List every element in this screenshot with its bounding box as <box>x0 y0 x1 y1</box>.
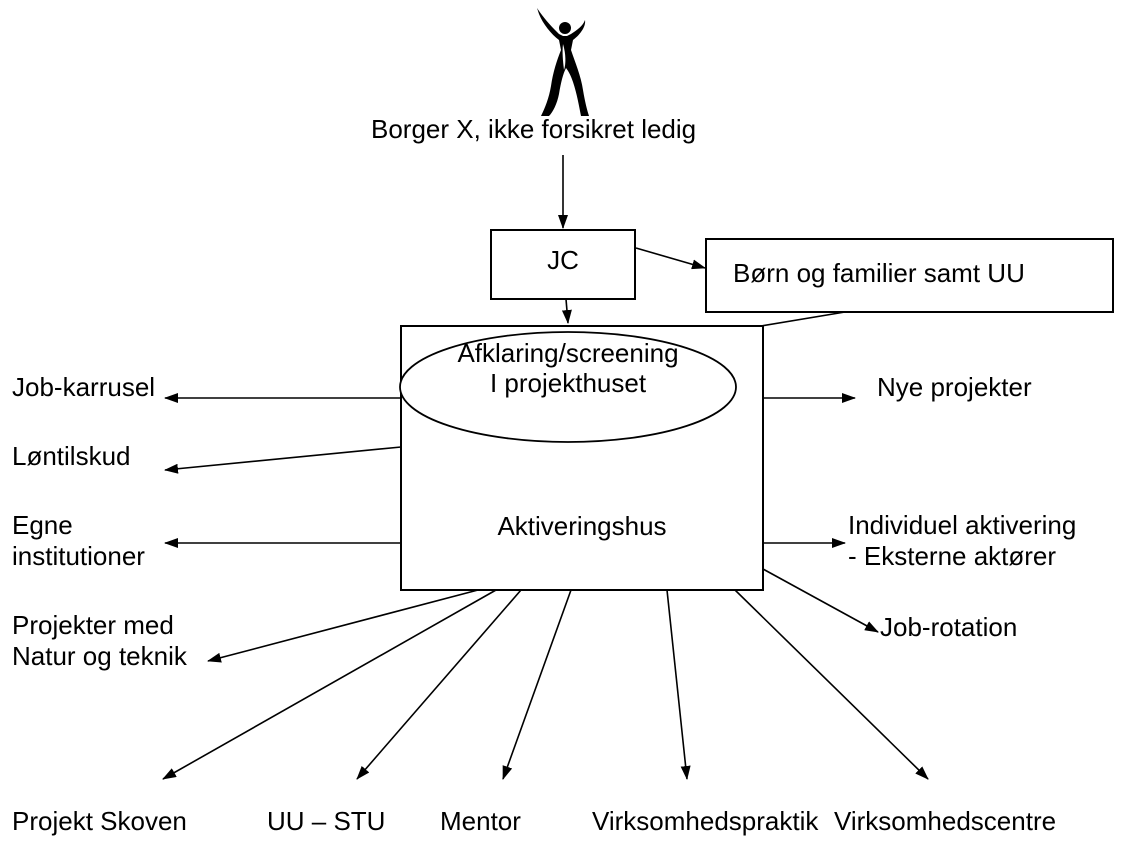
edge-to-job-rotation <box>762 568 879 633</box>
aktiveringshus-label: Aktiveringshus <box>497 511 667 541</box>
edge-to-mentor <box>502 589 572 780</box>
boern-label: Børn og familier samt UU <box>733 258 1025 288</box>
egne-label-line2: institutioner <box>12 541 145 571</box>
edge-to-uu-stu <box>356 589 522 780</box>
job-karrusel-label: Job-karrusel <box>12 372 156 402</box>
edge-jc-aktiveringshus <box>561 298 572 324</box>
edge-to-skoven <box>162 589 497 780</box>
virksomhedscentre-label: Virksomhedscentre <box>834 806 1057 836</box>
edge-to-natur <box>207 589 479 663</box>
individuel-label-line2: - Eksterne aktører <box>848 541 1057 571</box>
screening-label-line1: Afklaring/screening <box>457 338 679 368</box>
virksomhedspraktik-label: Virksomhedspraktik <box>592 806 819 836</box>
boern-node: Børn og familier samt UU <box>705 238 1114 313</box>
human-figure-icon <box>537 8 589 116</box>
natur-label-line1: Projekter med <box>12 610 174 640</box>
edge-jc-boern <box>635 247 706 270</box>
mentor-label: Mentor <box>440 806 521 836</box>
individuel-label-line1: Individuel aktivering <box>848 510 1077 540</box>
citizen-label: Borger X, ikke forsikret ledig <box>371 114 697 144</box>
skoven-label: Projekt Skoven <box>12 806 187 836</box>
uu-stu-label: UU – STU <box>267 806 386 836</box>
edge-to-virksomhedscentre <box>734 589 929 780</box>
edge-to-virksomhedspraktik <box>666 589 691 780</box>
job-rotation-label: Job-rotation <box>880 612 1018 642</box>
jc-label: JC <box>547 245 579 275</box>
egne-label-line1: Egne <box>12 510 73 540</box>
nye-projekter-label: Nye projekter <box>877 372 1032 402</box>
natur-label-line2: Natur og teknik <box>12 641 187 671</box>
edge-to-loentilskud <box>164 446 402 474</box>
jc-node: JC <box>490 229 636 300</box>
screening-label-line2: I projekthuset <box>489 368 647 398</box>
loentilskud-label: Løntilskud <box>12 441 131 471</box>
screening-ellipse <box>399 331 737 443</box>
